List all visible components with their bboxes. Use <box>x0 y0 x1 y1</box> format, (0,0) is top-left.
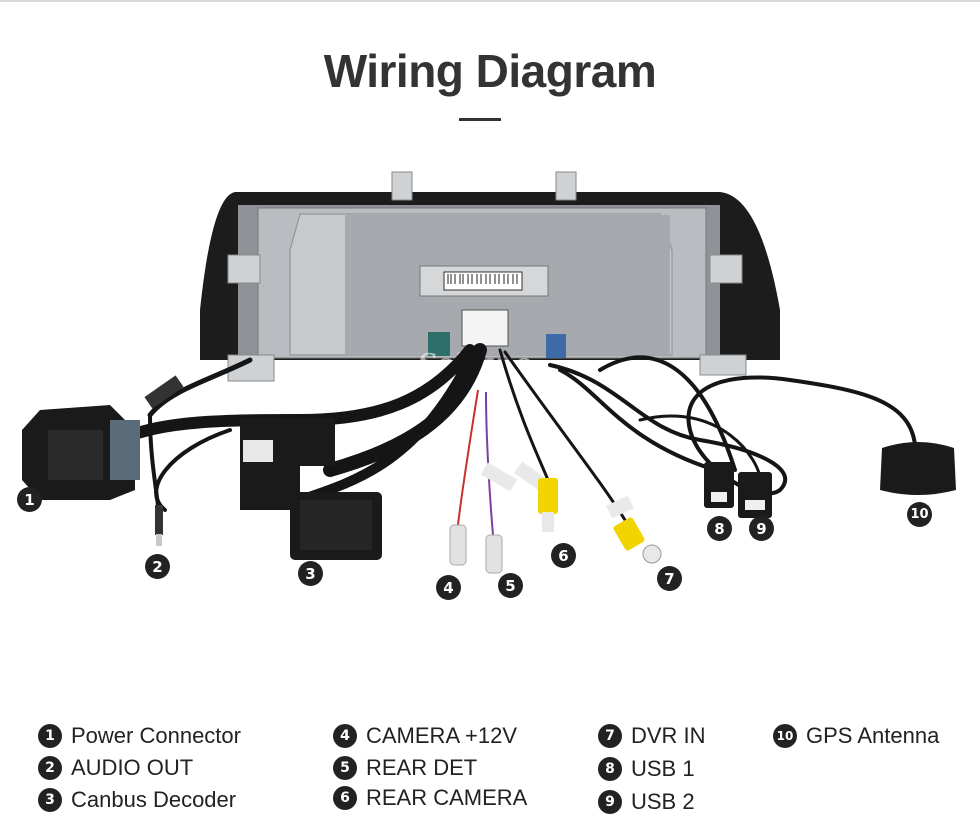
legend-badge: 4 <box>333 724 357 748</box>
legend-item-rear-det: 5 REAR DET <box>333 754 477 782</box>
callout-3: 3 <box>298 561 323 586</box>
callout-7: 7 <box>657 566 682 591</box>
callout-4: 4 <box>436 575 461 600</box>
power-connector <box>22 405 140 500</box>
legend-badge: 1 <box>38 724 62 748</box>
legend-item-usb-2: 9 USB 2 <box>598 788 695 816</box>
camera-12v-terminal <box>449 524 467 566</box>
legend-label: DVR IN <box>631 723 706 748</box>
callout-2: 2 <box>145 554 170 579</box>
legend-label: REAR DET <box>366 755 478 780</box>
legend-label: AUDIO OUT <box>71 755 194 780</box>
wiring-illustration: Seicane <box>22 171 956 574</box>
legend-item-usb-1: 8 USB 1 <box>598 755 695 783</box>
page-title: Wiring Diagram <box>323 45 657 97</box>
legend-label: USB 2 <box>631 789 695 814</box>
callout-8: 8 <box>707 516 732 541</box>
legend-badge: 5 <box>333 756 357 780</box>
legend-badge: 2 <box>38 756 62 780</box>
rear-det-terminal <box>485 534 503 574</box>
legend-label: REAR CAMERA <box>366 785 528 810</box>
legend-label: GPS Antenna <box>806 723 940 748</box>
aux-plug <box>144 375 184 409</box>
top-divider <box>0 0 980 2</box>
legend-badge: 10 <box>773 724 797 748</box>
title-underline <box>459 118 501 121</box>
legend-item-audio-out: 2 AUDIO OUT <box>38 754 193 782</box>
legend-item-gps-antenna: 10 GPS Antenna <box>773 722 939 750</box>
canbus-decoder-box <box>290 492 382 560</box>
legend-label: Canbus Decoder <box>71 787 237 812</box>
usb-1-port <box>704 462 734 508</box>
legend-label: CAMERA +12V <box>366 723 518 748</box>
legend-label: Power Connector <box>71 723 241 748</box>
legend-item-camera-12v: 4 CAMERA +12V <box>333 722 517 750</box>
gps-antenna <box>880 442 956 495</box>
legend-item-rear-camera: 6 REAR CAMERA <box>333 784 527 812</box>
legend-badge: 8 <box>598 757 622 781</box>
dvr-in-rca <box>613 517 662 564</box>
serial-label <box>443 271 523 291</box>
callout-6: 6 <box>551 543 576 568</box>
usb-2-port <box>738 472 772 518</box>
legend-item-power-connector: 1 Power Connector <box>38 722 241 750</box>
head-unit: Seicane <box>200 171 780 382</box>
audio-out-jack <box>155 505 163 546</box>
callout-10: 10 <box>907 502 932 527</box>
legend-item-canbus-decoder: 3 Canbus Decoder <box>38 786 236 814</box>
legend-badge: 6 <box>333 786 357 810</box>
legend-item-dvr-in: 7 DVR IN <box>598 722 706 750</box>
callout-5: 5 <box>498 573 523 598</box>
legend-badge: 7 <box>598 724 622 748</box>
legend-label: USB 1 <box>631 756 695 781</box>
callout-9: 9 <box>749 516 774 541</box>
callout-1: 1 <box>17 487 42 512</box>
legend-badge: 9 <box>598 790 622 814</box>
rear-camera-rca <box>538 478 558 532</box>
legend-badge: 3 <box>38 788 62 812</box>
